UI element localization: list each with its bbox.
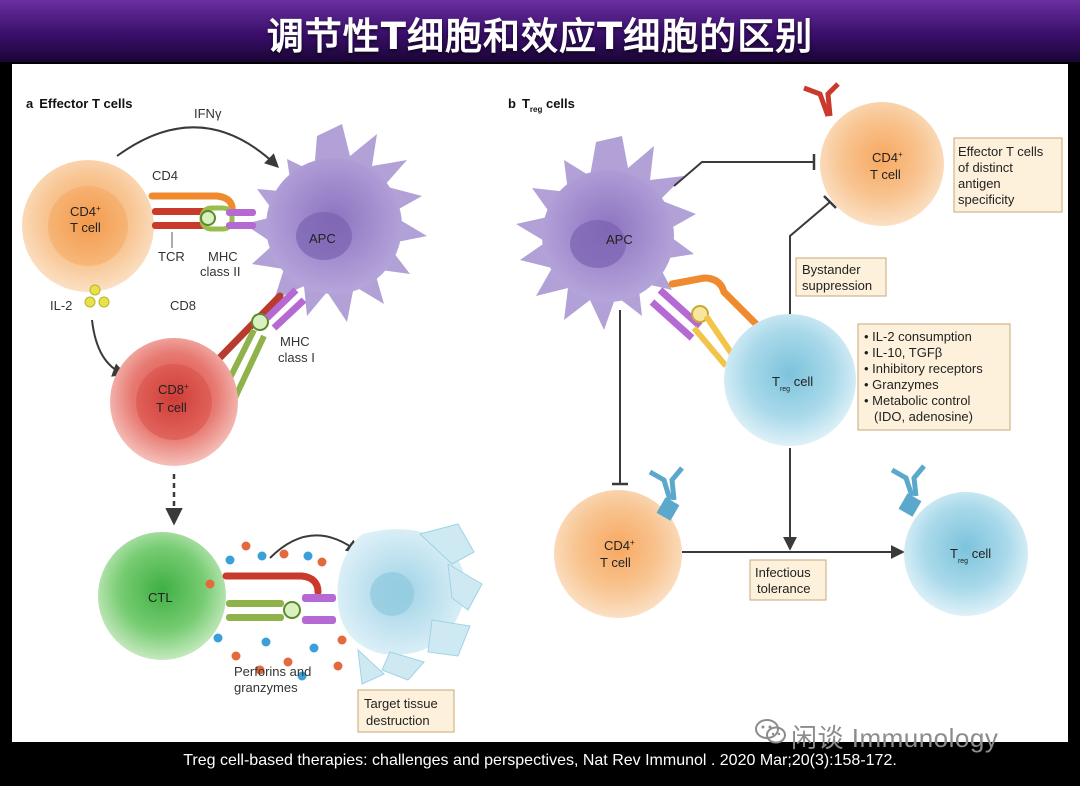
- ctl-kill-arrow: [269, 534, 361, 559]
- svg-text:CD8+: CD8+: [158, 382, 189, 397]
- cd8-label: CD8: [170, 298, 196, 313]
- ifng-label: IFNγ: [194, 106, 222, 121]
- induced-treg-cell: Treg cell: [904, 492, 1028, 616]
- effector-box-line2: of distinct: [958, 160, 1013, 175]
- infectious-line2: tolerance: [757, 581, 810, 596]
- effector-box-line3: antigen: [958, 176, 1001, 191]
- bystander-line2: suppression: [802, 278, 872, 293]
- mechanism-item: • Inhibitory receptors: [864, 361, 983, 376]
- title-bar: 调节性T细胞和效应T细胞的区别: [0, 0, 1080, 62]
- svg-text:CD4+: CD4+: [872, 150, 903, 165]
- mechanisms-list: • IL-2 consumption • IL-10, TGFβ • Inhib…: [864, 329, 983, 424]
- effector-cd4-cell: CD4+ T cell: [820, 102, 944, 226]
- il2-label: IL-2: [50, 298, 72, 313]
- ctl-receptor-complex: [222, 572, 336, 624]
- bystander-box: [795, 257, 887, 297]
- apc-label-b: APC: [606, 232, 633, 247]
- naive-cd4-cell: CD4+ T cell: [554, 490, 682, 618]
- ifng-arrow: [116, 126, 280, 168]
- infectious-line1: Infectious: [755, 565, 811, 580]
- effector-specificity-box: [953, 137, 1063, 213]
- svg-text:T cell: T cell: [70, 220, 101, 235]
- wechat-icon: [755, 719, 786, 744]
- ctl-label: CTL: [148, 590, 173, 605]
- cd4-label: CD4: [152, 168, 178, 183]
- induced-treg-receptor: [890, 464, 926, 517]
- page-title: 调节性T细胞和效应T细胞的区别: [266, 15, 814, 58]
- mhc2-label-line1: MHC: [208, 249, 238, 264]
- effector-box-line1: Effector T cells: [958, 144, 1044, 159]
- svg-text:T cell: T cell: [156, 400, 187, 415]
- perforin-granzyme-dots: [205, 541, 357, 681]
- effector-receptor-top: [803, 82, 840, 117]
- mechanism-item: • IL-10, TGFβ: [864, 345, 942, 360]
- apc-label-a: APC: [309, 231, 336, 246]
- mechanism-item: • Metabolic control: [864, 393, 971, 408]
- watermark: 闲谈 Immunology: [755, 714, 1055, 754]
- perforins-label-line1: Perforins and: [234, 664, 311, 679]
- svg-text:CD4+: CD4+: [70, 204, 101, 219]
- cd8-t-cell: CD8+ T cell: [110, 338, 238, 466]
- il2-arrow: [91, 319, 127, 377]
- target-label-line1: Target tissue: [364, 696, 438, 711]
- tcr-mhc2-complex: [148, 192, 256, 232]
- treg-cell-main: Treg cell: [724, 314, 856, 446]
- target-tissue: [337, 523, 483, 685]
- svg-text:T cell: T cell: [600, 555, 631, 570]
- inhibition-line-effector: [673, 161, 814, 187]
- svg-text:T cell: T cell: [870, 167, 901, 182]
- cd4-t-cell-a: CD4+ T cell: [22, 160, 154, 292]
- target-destruction-box: [357, 689, 455, 733]
- perforins-label-line2: granzymes: [234, 680, 298, 695]
- apc-cell-b: APC: [516, 136, 696, 330]
- target-label-line2: destruction: [366, 713, 430, 728]
- infectious-tolerance-box: [749, 559, 827, 601]
- svg-text:Treg cell: Treg cell: [950, 546, 991, 565]
- il2-dots: [84, 284, 110, 308]
- tcr-label: TCR: [158, 249, 185, 264]
- mechanism-item: • IL-2 consumption: [864, 329, 972, 344]
- watermark-text: 闲谈 Immunology: [791, 723, 999, 753]
- bystander-inhibition-line: [789, 201, 831, 316]
- mhc2-label-line2: class II: [200, 264, 240, 279]
- mechanism-item: • Granzymes: [864, 377, 939, 392]
- effector-box-line4: specificity: [958, 192, 1015, 207]
- mechanisms-box: [857, 323, 1011, 431]
- naive-cd4-receptor: [648, 466, 684, 521]
- treg-receptor-complex: [649, 274, 762, 368]
- svg-text:CD4+: CD4+: [604, 538, 635, 553]
- bystander-line1: Bystander: [802, 262, 861, 277]
- apc-cell-a: APC: [244, 124, 427, 322]
- mhc1-label-line1: MHC: [280, 334, 310, 349]
- citation: Treg cell-based therapies: challenges an…: [183, 752, 897, 769]
- svg-text:Treg cell: Treg cell: [772, 374, 813, 393]
- mechanism-item: (IDO, adenosine): [874, 409, 973, 424]
- mhc1-label-line2: class I: [278, 350, 315, 365]
- ctl-cell: CTL: [98, 532, 226, 660]
